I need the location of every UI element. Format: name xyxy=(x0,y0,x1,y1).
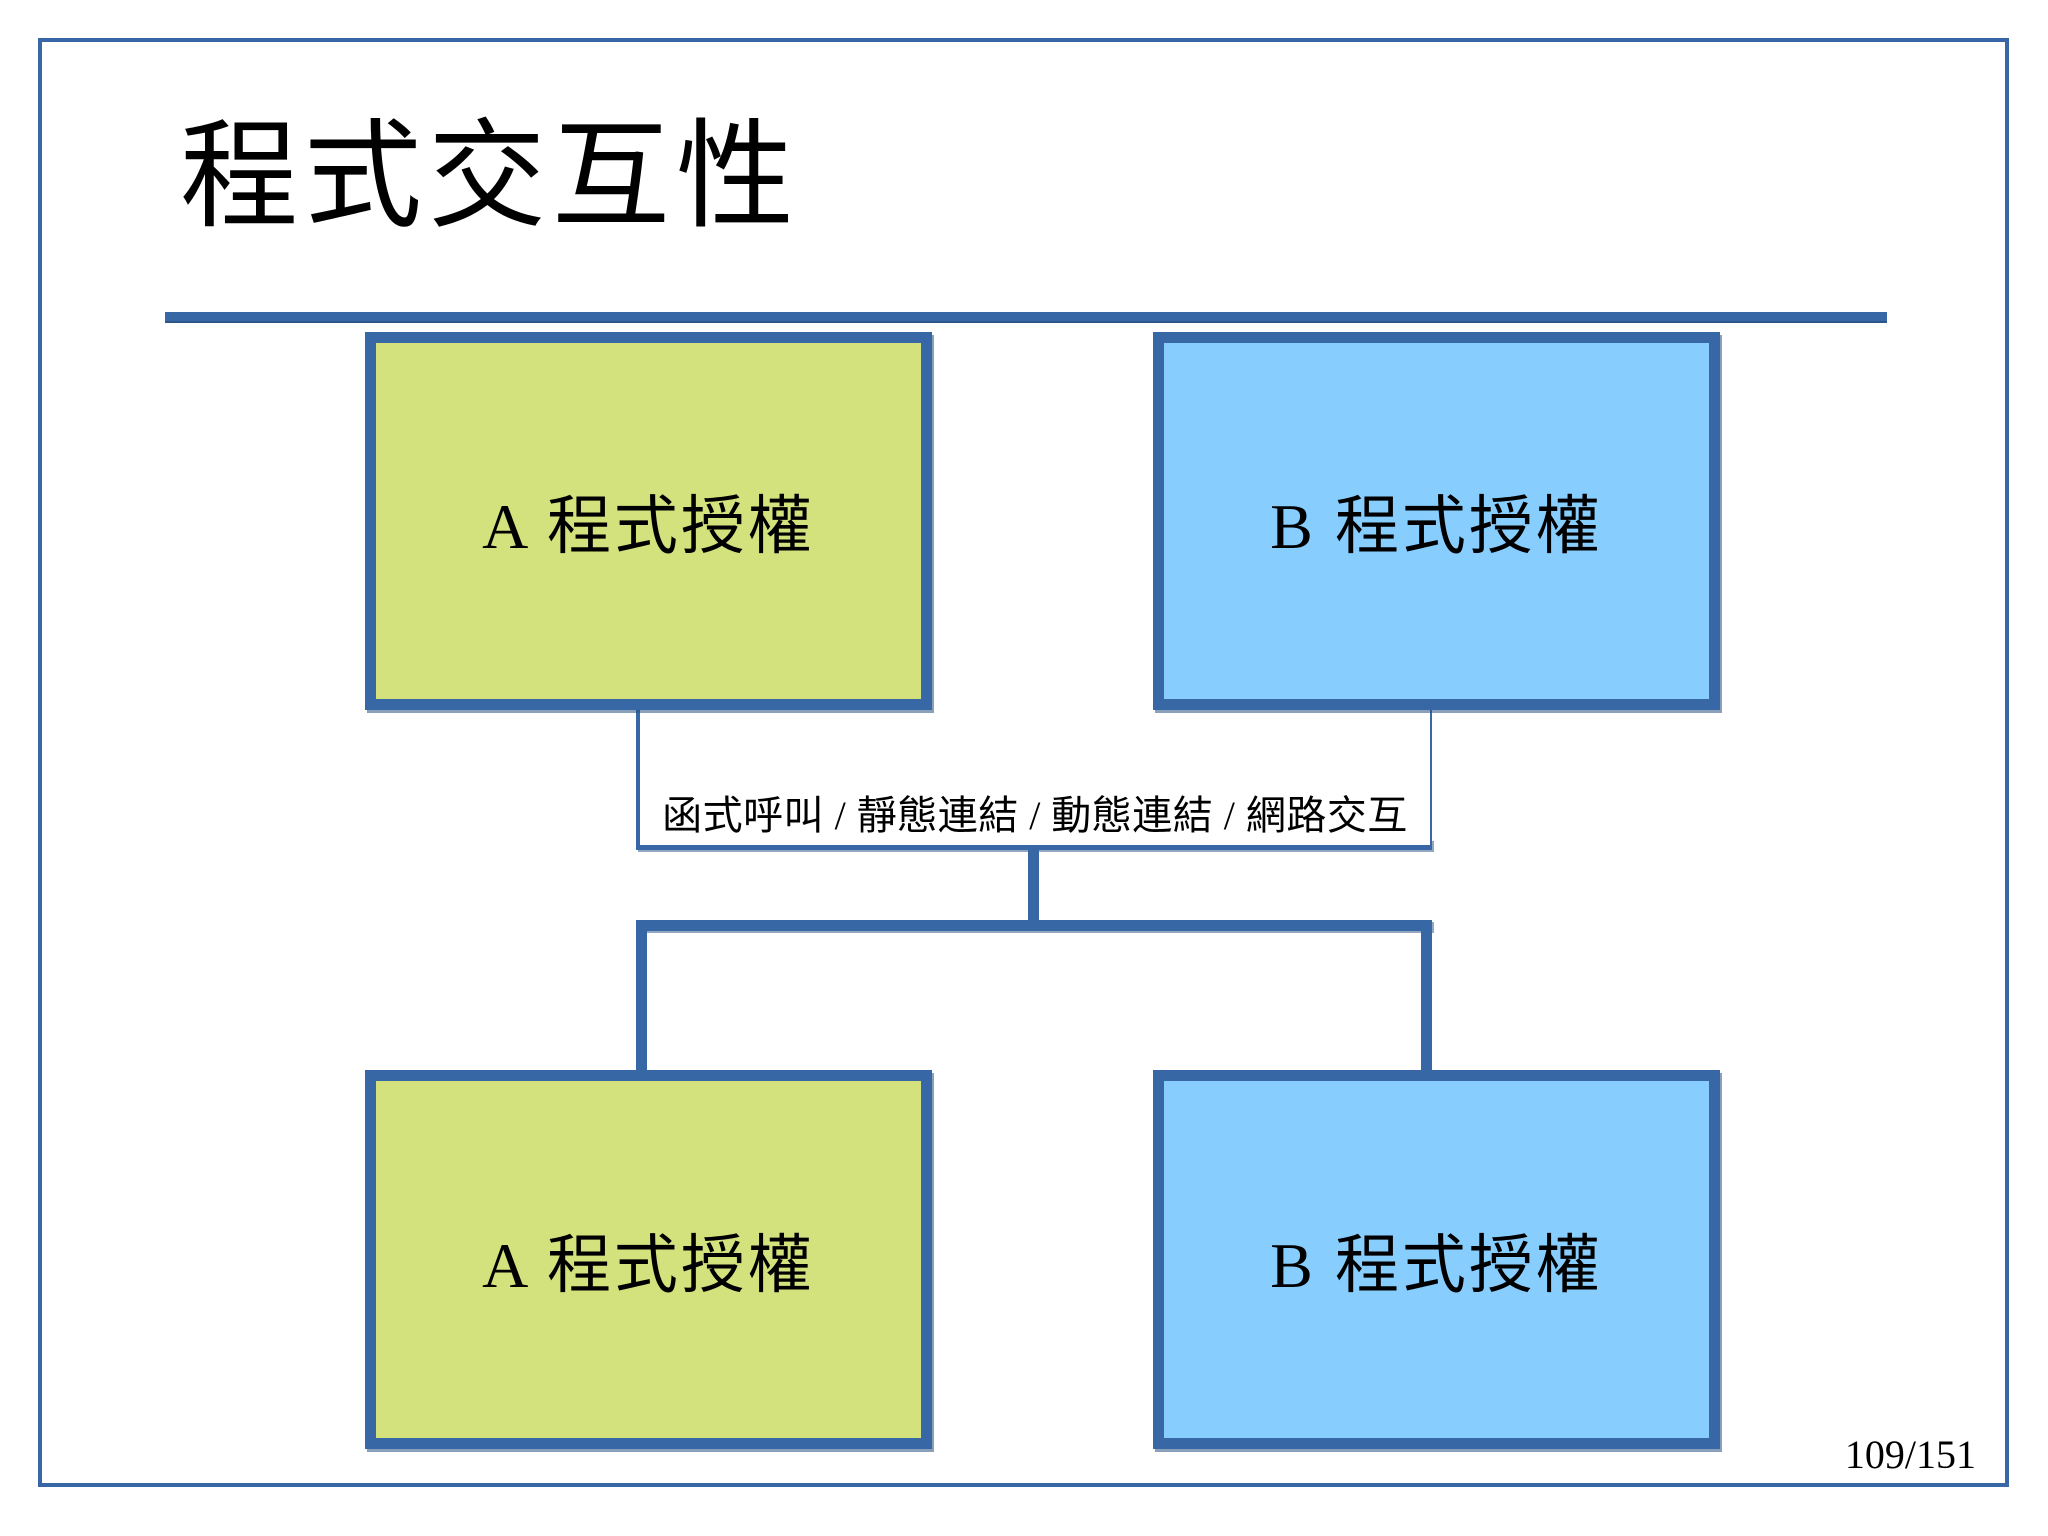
node-b-bottom[interactable]: B 程式授權 xyxy=(1153,1070,1720,1449)
node-b-top-label: B 程式授權 xyxy=(1270,491,1603,562)
page-number: 109/151 xyxy=(1844,1432,1976,1477)
node-a-top-label: A 程式授權 xyxy=(482,491,815,562)
node-a-bottom[interactable]: A 程式授權 xyxy=(365,1070,932,1449)
connector-lower-horizontal-bar xyxy=(636,920,1432,931)
node-a-top[interactable]: A 程式授權 xyxy=(365,332,932,710)
connector-bottom-left-vertical xyxy=(636,926,647,1076)
node-b-bottom-label: B 程式授權 xyxy=(1270,1229,1603,1301)
node-a-bottom-label: A 程式授權 xyxy=(482,1229,815,1301)
interaction-label-text: 函式呼叫 / 靜態連結 / 動態連結 / 網路交互 xyxy=(662,793,1408,838)
slide-title: 程式交互性 xyxy=(180,112,801,243)
node-b-top[interactable]: B 程式授權 xyxy=(1153,332,1720,710)
interaction-label-strip: 函式呼叫 / 靜態連結 / 動態連結 / 網路交互 xyxy=(640,700,1430,845)
connector-center-stub xyxy=(1028,845,1039,927)
connector-bottom-right-vertical xyxy=(1421,926,1432,1076)
title-underline-rule xyxy=(165,312,1887,323)
